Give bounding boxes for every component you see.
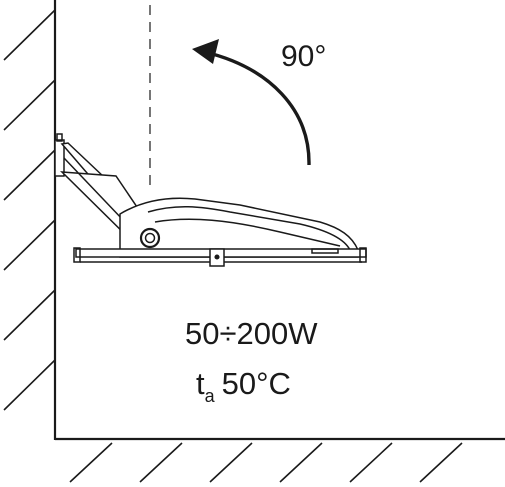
power-range-label: 50÷200W	[185, 316, 318, 351]
temp-value: 50°C	[221, 366, 291, 401]
temp-symbol: t	[196, 366, 205, 401]
temp-subscript: a	[204, 386, 215, 406]
floor-hatching	[69, 442, 463, 483]
ambient-temperature-label: ta 50°C	[196, 366, 291, 405]
wall-hatching	[3, 9, 56, 411]
floodlight-icon	[54, 133, 367, 267]
curved-arrow-icon	[192, 39, 311, 166]
rotation-angle-label: 90°	[281, 40, 327, 73]
